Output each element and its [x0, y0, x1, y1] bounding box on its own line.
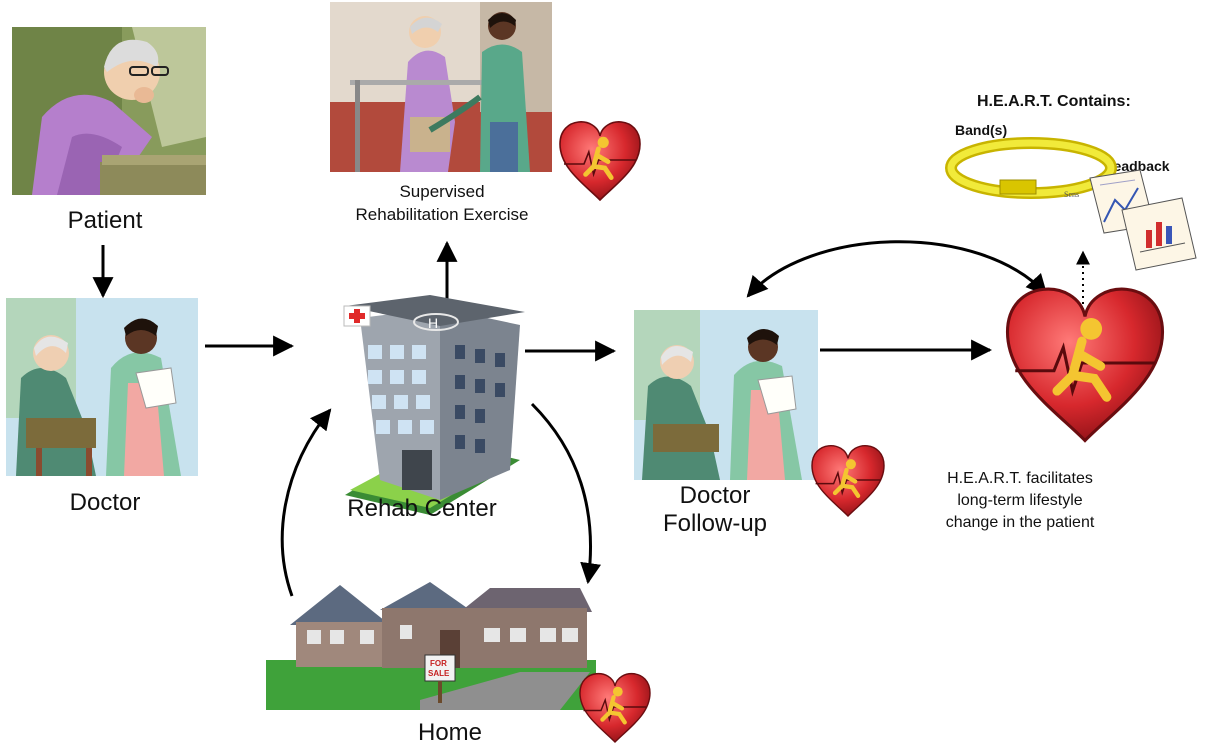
supervised-rehab-illustration — [330, 2, 552, 172]
heart-desc-line3: change in the patient — [945, 514, 1095, 531]
feedback-label: Feadback — [1105, 158, 1170, 174]
supervised-label-line2: Rehabilitation Exercise — [355, 205, 529, 224]
heart-contents-title: H.E.A.R.T. Contains: — [977, 93, 1131, 110]
followup-label-line2: Follow-up — [662, 510, 768, 537]
arrow-home-to-rehab — [280, 408, 332, 597]
supervised-label-line1: Supervised — [399, 182, 485, 201]
patient-label: Patient — [67, 207, 143, 234]
arrow-heart-followup-loop — [746, 240, 1048, 298]
rehab-center-label: Rehab Center — [347, 495, 497, 522]
heart-desc-line2: long-term lifestyle — [957, 492, 1083, 509]
heart-desc-line1: H.E.A.R.T. facilitates — [947, 470, 1093, 487]
band-label: Band(s) — [955, 122, 1008, 138]
followup-illustration — [634, 310, 818, 480]
followup-label-line1: Doctor — [679, 482, 751, 509]
patient-illustration — [12, 27, 206, 195]
arrow-rehab-to-home — [530, 402, 601, 585]
doctor-illustration — [6, 298, 198, 476]
doctor-label: Doctor — [69, 489, 141, 516]
home-label: Home — [417, 719, 483, 746]
